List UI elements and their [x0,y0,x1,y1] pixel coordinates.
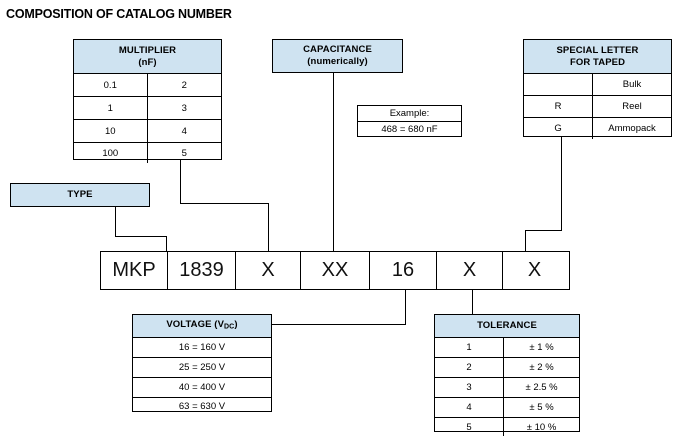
connector-type-vertical-lower [166,236,168,252]
tolerance-table: TOLERANCE 1 ± 1 % 2 ± 2 % 3 ± 2.5 % 4 ± … [434,314,580,436]
voltage-header-subscript: DC [224,323,235,331]
special-letter-header-line2: FOR TAPED [569,56,626,68]
catalog-segment-multiplier: X [236,252,301,289]
tolerance-code: 3 [435,378,505,397]
voltage-value: 16 = 160 V [178,342,226,353]
table-row: 0.1 2 [74,74,221,97]
multiplier-value: 0.1 [74,74,148,96]
voltage-value: 63 = 630 V [178,401,226,412]
multiplier-value: 1 [74,97,148,119]
page-title: COMPOSITION OF CATALOG NUMBER [6,7,232,21]
table-row: 4 ± 5 % [435,398,579,418]
connector-special-letter-vertical-lower [525,230,527,252]
connector-multiplier-vertical-upper [180,160,182,204]
tolerance-header: TOLERANCE [435,315,579,338]
special-letter-meaning: Bulk [622,79,642,90]
connector-multiplier-vertical-lower [268,203,270,252]
table-row: G Ammopack [524,118,671,139]
multiplier-code: 5 [181,147,187,159]
tolerance-code: 4 [435,398,505,417]
voltage-value: 40 = 400 V [178,382,226,393]
capacitance-header-line1: CAPACITANCE [303,44,372,56]
tolerance-value: ± 5 % [529,402,554,413]
special-letter-code: R [524,96,594,117]
table-row: Bulk [524,74,671,96]
tolerance-code: 2 [435,358,505,377]
type-label-wrap: TYPE [11,184,149,206]
multiplier-value: 10 [74,120,148,142]
table-row: 63 = 630 V [133,398,271,415]
special-letter-meaning: Ammopack [608,123,656,134]
type-label: TYPE [67,189,93,201]
tolerance-value: ± 2.5 % [525,382,558,393]
multiplier-code: 2 [181,79,187,91]
table-row: R Reel [524,96,671,118]
tolerance-value: ± 10 % [526,421,557,433]
type-box: TYPE [10,183,150,207]
special-letter-table: SPECIAL LETTER FOR TAPED Bulk R Reel G A… [523,39,672,139]
example-value-row: 468 = 680 nF [358,122,461,137]
table-row: 100 5 [74,143,221,163]
example-label-row: Example: [358,106,461,122]
table-row: 1 ± 1 % [435,338,579,358]
multiplier-header-line2: (nF) [138,56,157,68]
tolerance-code: 1 [435,338,505,357]
capacitance-header: CAPACITANCE (numerically) [273,40,402,72]
capacitance-box: CAPACITANCE (numerically) [272,39,403,73]
connector-capacitance-vertical [333,73,335,252]
table-row: 16 = 160 V [133,338,271,358]
connector-voltage-horizontal [271,324,406,326]
voltage-header-text: VOLTAGE (VDC) [166,319,238,331]
connector-special-letter-horizontal [525,230,562,232]
catalog-segment-series: 1839 [168,252,236,289]
multiplier-value: 100 [74,143,148,163]
special-letter-code [524,74,594,95]
tolerance-value: ± 1 % [529,342,554,353]
voltage-value: 25 = 250 V [178,362,226,373]
multiplier-table: MULTIPLIER (nF) 0.1 2 1 3 10 4 100 5 [73,39,222,163]
connector-tolerance-vertical [472,289,474,315]
table-row: 25 = 250 V [133,358,271,378]
tolerance-header-text: TOLERANCE [477,320,537,332]
table-row: 3 ± 2.5 % [435,378,579,398]
example-label: Example: [389,108,430,119]
connector-special-letter-vertical-upper [561,137,563,231]
table-row: 5 ± 10 % [435,418,579,436]
special-letter-header-line1: SPECIAL LETTER [556,44,639,56]
catalog-segment-voltage: 16 [370,252,437,289]
voltage-header: VOLTAGE (VDC) [133,315,271,338]
example-value: 468 = 680 nF [381,124,438,135]
catalog-segment-type: MKP [101,252,168,289]
multiplier-header: MULTIPLIER (nF) [74,40,221,74]
special-letter-header: SPECIAL LETTER FOR TAPED [524,40,671,74]
example-box: Example: 468 = 680 nF [357,105,462,137]
table-row: 2 ± 2 % [435,358,579,378]
capacitance-header-line2: (numerically) [307,56,368,67]
connector-type-horizontal [115,236,167,238]
catalog-number-row: MKP 1839 X XX 16 X X [100,251,570,290]
multiplier-code: 4 [181,125,187,137]
table-row: 10 4 [74,120,221,143]
connector-multiplier-horizontal [180,203,269,205]
table-row: 1 3 [74,97,221,120]
special-letter-meaning: Reel [622,101,642,112]
multiplier-code: 3 [181,102,187,114]
connector-type-vertical-upper [115,207,117,237]
catalog-segment-capacitance: XX [301,252,370,289]
catalog-segment-tolerance: X [437,252,503,289]
special-letter-code: G [524,118,594,139]
connector-voltage-vertical [405,289,407,325]
catalog-segment-special-letter: X [527,259,542,281]
tolerance-value: ± 2 % [529,362,554,373]
voltage-table: VOLTAGE (VDC) 16 = 160 V 25 = 250 V 40 =… [132,314,272,412]
table-row: 40 = 400 V [133,378,271,398]
tolerance-code: 5 [435,418,505,436]
multiplier-header-line1: MULTIPLIER [118,44,177,56]
